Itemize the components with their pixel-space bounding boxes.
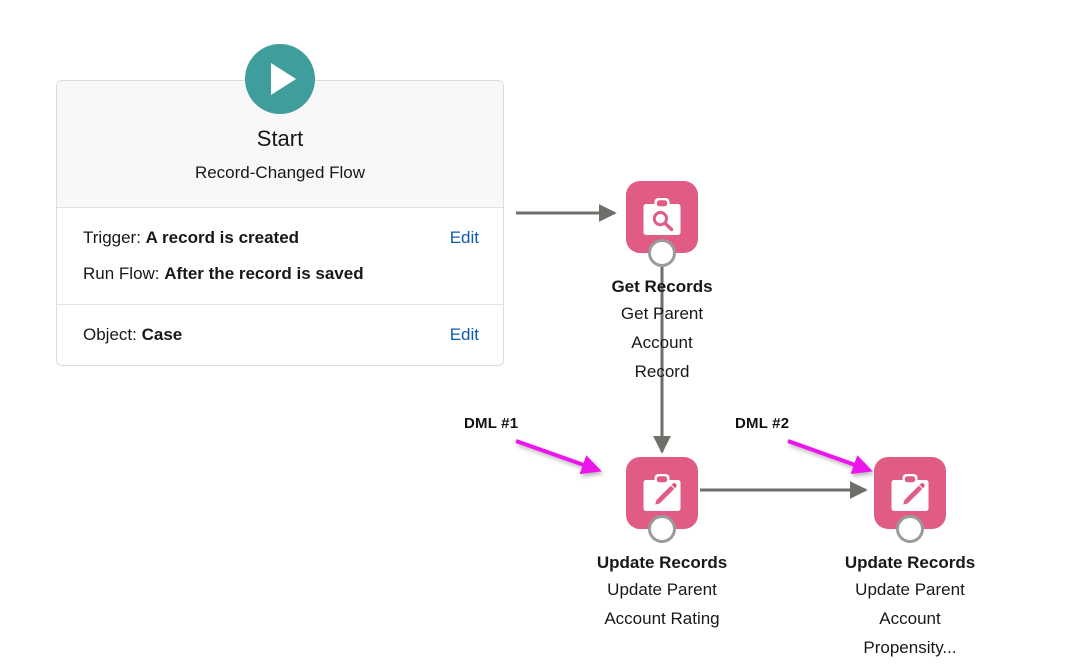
flow-node-update-records-1[interactable]: Update Records Update Parent Account Rat… [589, 457, 735, 633]
object-label: Object: [83, 325, 142, 344]
flow-node-get-records[interactable]: Get Records Get Parent Account Record [589, 181, 735, 386]
object-line: Object: Case [83, 317, 479, 353]
play-triangle [270, 63, 296, 95]
trigger-label: Trigger: [83, 228, 146, 247]
node-label: Update Records [596, 553, 728, 572]
start-card-trigger-row[interactable]: Trigger: A record is created Run Flow: A… [57, 208, 503, 304]
trigger-line: Trigger: A record is created [83, 220, 479, 256]
annotation-arrow-dml-1 [515, 439, 602, 475]
node-label: Get Records [611, 277, 713, 296]
run-flow-value: After the record is saved [164, 264, 364, 283]
node-connector-handle[interactable] [648, 239, 676, 267]
clipboard-search-glyph [643, 198, 681, 235]
page-title: Start [256, 126, 304, 151]
trigger-value: A record is created [145, 228, 300, 247]
play-icon [245, 44, 315, 114]
clipboard-pencil-icon[interactable] [626, 457, 698, 543]
run-flow-line: Run Flow: After the record is saved [83, 256, 479, 292]
update-records-1-text: Update Records Update Parent Account Rat… [589, 551, 735, 633]
node-connector-handle[interactable] [896, 515, 924, 543]
annotation-arrow-dml-2 [787, 439, 873, 475]
node-description-line-2: Record [634, 362, 690, 381]
clipboard-search-icon[interactable] [626, 181, 698, 267]
update-records-2-text: Update Records Update Parent Account Pro… [837, 551, 983, 662]
edit-trigger-link[interactable]: Edit [449, 228, 479, 247]
annotation-label-dml-1: DML #1 [464, 415, 519, 432]
start-node-card[interactable]: Start Record-Changed Flow Trigger: A rec… [56, 80, 504, 366]
clipboard-pencil-glyph [891, 474, 929, 511]
clipboard-pencil-glyph [643, 474, 681, 511]
node-description-line-1: Get Parent Account [620, 304, 704, 352]
start-card-object-row[interactable]: Object: Case Edit [57, 304, 503, 365]
node-label: Update Records [844, 553, 976, 572]
edit-object-link[interactable]: Edit [449, 325, 479, 344]
annotation-label-dml-2: DML #2 [735, 415, 790, 432]
flow-node-update-records-2[interactable]: Update Records Update Parent Account Pro… [837, 457, 983, 662]
get-records-text: Get Records Get Parent Account Record [589, 275, 735, 386]
node-description-line-1: Update Parent [855, 580, 965, 599]
object-value: Case [141, 325, 183, 344]
node-connector-handle[interactable] [648, 515, 676, 543]
start-card-subtitle: Record-Changed Flow [194, 163, 366, 182]
node-description-line-1: Update Parent [607, 580, 717, 599]
run-flow-label: Run Flow: [83, 264, 165, 283]
node-description-line-2: Account Propensity... [863, 609, 957, 657]
node-description-line-2: Account Rating [604, 609, 720, 628]
clipboard-pencil-icon[interactable] [874, 457, 946, 543]
